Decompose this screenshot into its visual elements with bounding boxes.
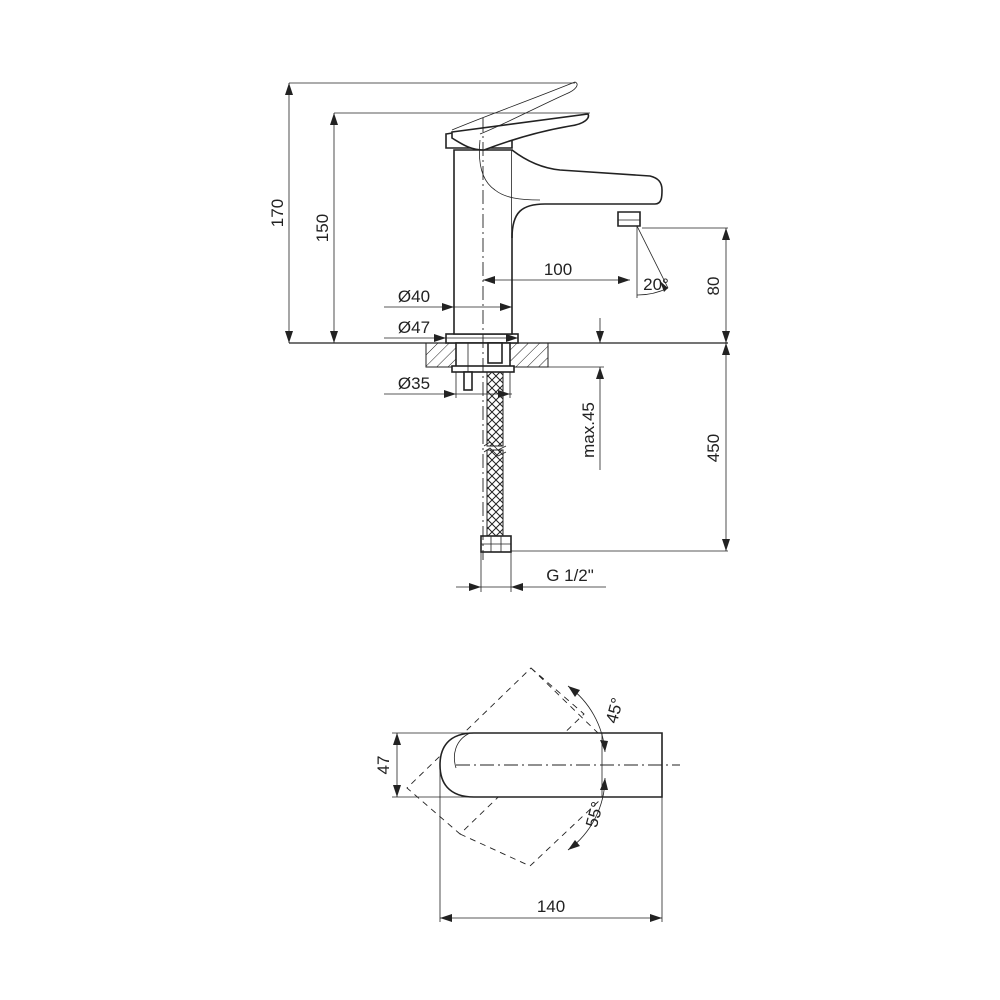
dim-label-80: 80 — [704, 277, 723, 296]
dim-label-45deg: 45° — [602, 696, 627, 726]
dim-height-spout: 150 — [313, 112, 590, 343]
handle-swing-range — [406, 667, 601, 867]
dim-hose-length: 450 — [511, 343, 730, 552]
dim-mount-diameter: Ø35 — [384, 372, 512, 398]
faucet-body — [445, 81, 663, 344]
dim-label-d40: Ø40 — [398, 287, 430, 306]
dim-label-55deg: 55° — [582, 800, 607, 830]
top-view: 45° 55° 47 140 — [374, 667, 680, 922]
dim-max-deck: max.45 — [548, 318, 604, 470]
dim-body-diameter: Ø40 — [384, 287, 512, 311]
dim-label-150: 150 — [313, 214, 332, 242]
dim-label-20deg: 20° — [643, 275, 669, 294]
dim-base-diameter: Ø47 — [384, 318, 518, 342]
dim-label-47: 47 — [374, 756, 393, 775]
dim-thread: G 1/2" — [456, 552, 606, 592]
side-view: 170 150 100 20° — [268, 81, 730, 592]
dim-label-d35: Ø35 — [398, 374, 430, 393]
dim-label-thread: G 1/2" — [546, 566, 594, 585]
dim-spout-height: 80 — [642, 227, 730, 343]
deck-section — [425, 342, 549, 368]
dim-spout-angle: 20° — [636, 225, 669, 298]
dim-spout-reach: 100 — [483, 260, 630, 284]
dim-height-total: 170 — [268, 82, 575, 343]
dim-label-170: 170 — [268, 199, 287, 227]
flex-hose — [480, 371, 512, 553]
dim-label-140: 140 — [537, 897, 565, 916]
dim-label-max45: max.45 — [579, 402, 598, 458]
dim-body-width: 47 — [374, 732, 474, 798]
dim-total-length: 140 — [439, 765, 663, 922]
dim-label-d47: Ø47 — [398, 318, 430, 337]
dim-label-100: 100 — [544, 260, 572, 279]
dim-label-450: 450 — [704, 434, 723, 462]
